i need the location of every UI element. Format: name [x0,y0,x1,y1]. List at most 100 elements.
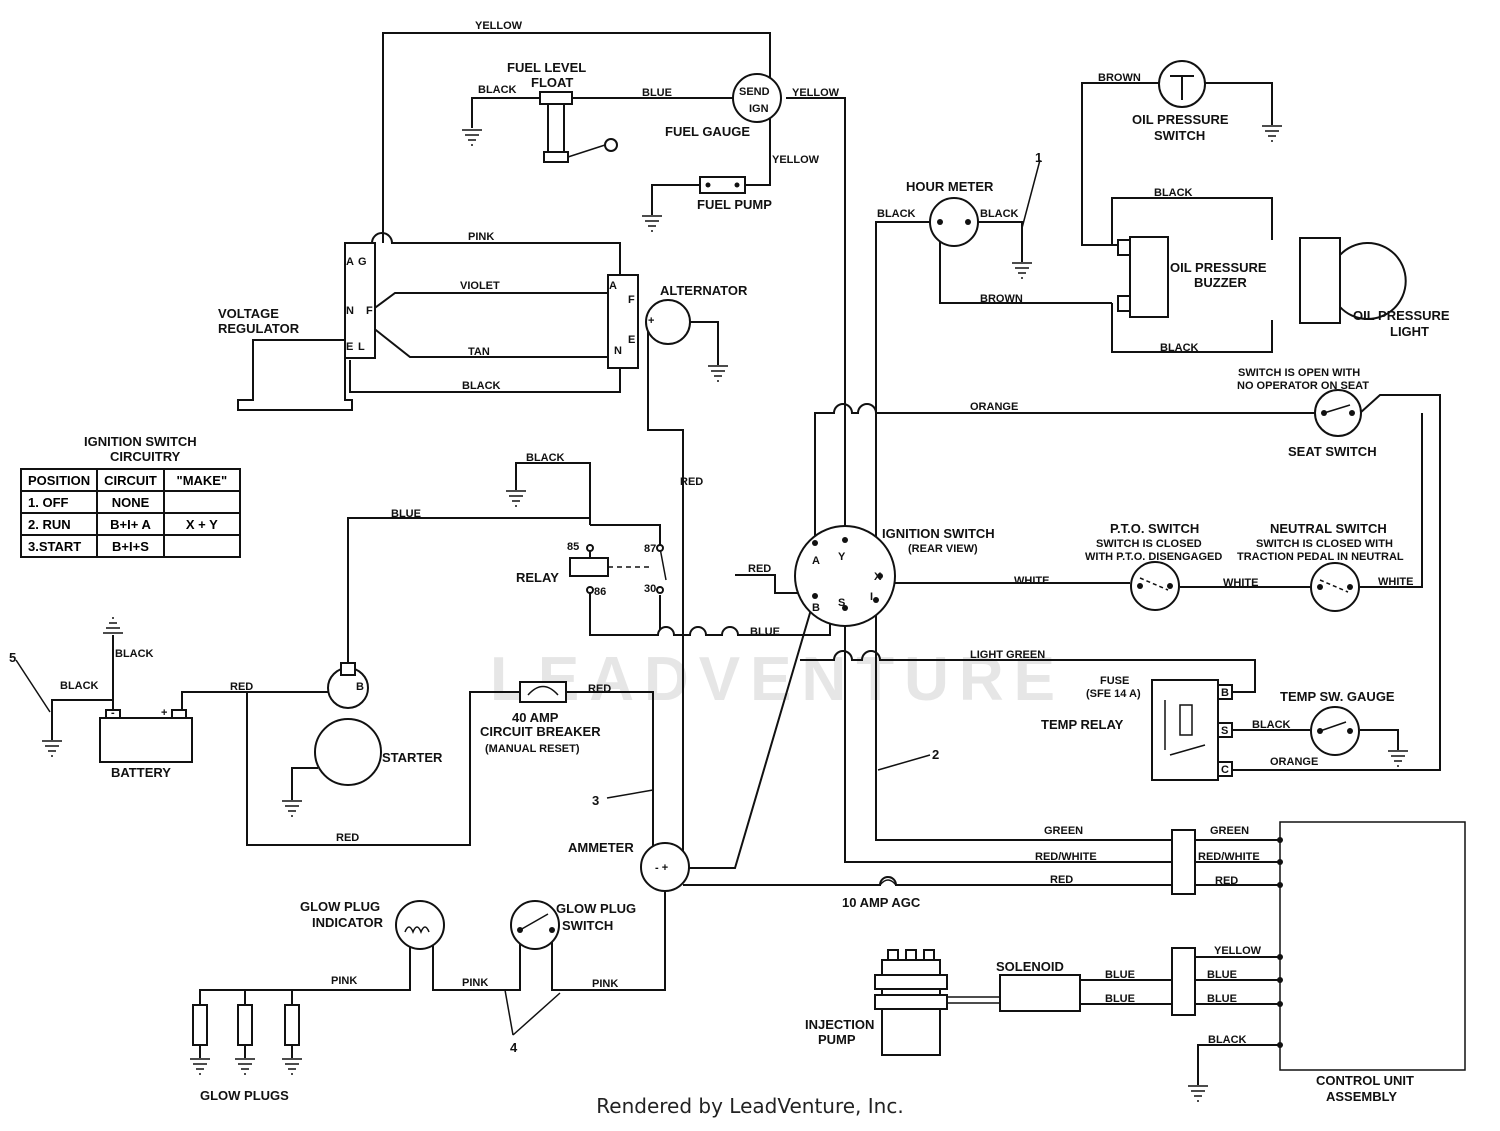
label-wires-pink: PINK [462,977,488,989]
label-terminals-e: E [628,334,635,346]
label-terminals-r30: 30 [644,583,656,595]
label-terminals-e: E [346,341,353,353]
table-cell: X + Y [162,512,241,536]
label-terminals-l: L [358,341,365,353]
label-wires-brown: BROWN [1098,72,1141,84]
relay [569,544,667,594]
label-terminals-x: X [874,571,882,583]
label-terminals-a: A [346,256,354,268]
label-components-seat-switch: SEAT SWITCH [1288,444,1377,459]
label-terminals-s: S [838,597,845,609]
seat-switch [1314,389,1362,437]
label-wires-red: RED [588,683,611,695]
label-components-pto-switch-3: WITH P.T.O. DISENGAGED [1085,551,1222,563]
label-components-starter: STARTER [382,750,443,765]
label-wires-blue: BLUE [642,87,672,99]
label-components-fuel-level-float-1: FUEL LEVEL [507,60,586,75]
circuit-breaker [519,681,567,703]
label-callouts-1: 2 [932,747,939,762]
label-wires-black: BLACK [478,84,517,96]
label-wires-orange: ORANGE [970,401,1018,413]
table-cell: B+I+ A [96,512,165,536]
glow-plug-indicator [395,900,445,950]
label-wires-white: WHITE [1378,576,1413,588]
label-wires-light-green: LIGHT GREEN [970,649,1045,661]
label-components-fuel-level-float-2: FLOAT [531,75,573,90]
label-components-relay: RELAY [516,570,559,585]
label-components-agc: 10 AMP AGC [842,895,921,910]
label-wires-black: BLACK [462,380,501,392]
label-terminals-a: A [609,280,617,292]
label-components-oil-pressure-buzzer-1: OIL PRESSURE [1170,260,1267,275]
label-terminals-y: Y [838,551,846,563]
label-components-temp-gauge: TEMP SW. GAUGE [1280,689,1395,704]
label-components-injection-pump-2: PUMP [818,1032,856,1047]
label-terminals-n: N [346,305,354,317]
header-circuit: CIRCUIT [96,468,165,492]
label-components-oil-pressure-switch-2: SWITCH [1154,128,1205,143]
ignition-switch [794,525,896,627]
neutral-switch [1310,562,1360,612]
label-callouts-4: 5 [9,650,16,665]
label-components-glow-indicator-1: GLOW PLUG [300,899,380,914]
label-components-ignition-switch-1: IGNITION SWITCH [882,526,995,541]
glow-plug-switch [510,900,560,950]
label-terminals-r87: 87 [644,543,656,555]
label-wires-blue: BLUE [1105,969,1135,981]
label-terminals-f: F [628,294,635,306]
hour-meter [929,197,979,247]
label-callouts-3: 4 [510,1040,518,1055]
battery [99,709,193,763]
label-components-oil-pressure-light-2: LIGHT [1390,324,1429,339]
label-terminals-plus-minus: - + [655,862,668,874]
label-wires-yellow: YELLOW [1214,945,1262,957]
temp-relay [1151,679,1233,781]
label-components-fuse-1: FUSE [1100,675,1129,687]
label-terminals-r86: 86 [594,586,606,598]
label-components-voltage-regulator-1: VOLTAGE [218,306,279,321]
label-components-oil-pressure-light-1: OIL PRESSURE [1353,308,1450,323]
control-unit [1277,821,1466,1071]
label-wires-blue: BLUE [1207,993,1237,1005]
label-wires-red: RED [336,832,359,844]
label-components-control-unit-1: CONTROL UNIT [1316,1073,1414,1088]
callout-leaders [15,159,1041,1036]
table-cell: 1. OFF [19,490,99,514]
ign-terminal: IGN [749,103,769,115]
label-components-neutral-switch-1: NEUTRAL SWITCH [1270,521,1387,536]
label-wires-green: GREEN [1044,825,1083,837]
agc-fuse [879,879,897,886]
label-wires-white: WHITE [1223,577,1258,589]
label-terminals-b: B [812,602,820,614]
label-wires-black: BLACK [1252,719,1291,731]
oil-pressure-buzzer [1117,236,1169,318]
label-terminals-b: B [356,681,364,693]
wires [51,32,1441,1085]
label-components-breaker-3: (MANUAL RESET) [485,743,580,755]
label-wires-red: RED [230,681,253,693]
label-wires-tan: TAN [468,346,490,358]
connectors [1171,829,1196,1016]
ground-symbols [42,125,1408,1102]
label-wires-red: RED [1050,874,1073,886]
table-cell [162,534,241,558]
label-terminals-i: I [870,591,873,603]
label-components-fuel-pump: FUEL PUMP [697,197,772,212]
label-wires-yellow: YELLOW [475,20,523,32]
label-wires-brown: BROWN [980,293,1023,305]
label-components-breaker-1: 40 AMP [512,710,559,725]
label-terminals-plus: + [648,315,654,327]
label-wires-red: RED [680,476,703,488]
table-cell [162,490,241,514]
label-terminals-r85: 85 [567,541,579,553]
table-row: 3.START B+I+S [19,534,241,558]
label-wires-pink: PINK [331,975,357,987]
label-components-pto-switch-2: SWITCH IS CLOSED [1096,538,1202,550]
header-position: POSITION [19,468,99,492]
label-terminals-c: C [1221,764,1229,776]
header-make: "MAKE" [162,468,241,492]
label-wires-orange: ORANGE [1270,756,1318,768]
alternator-block [607,274,691,369]
starter [314,662,382,786]
